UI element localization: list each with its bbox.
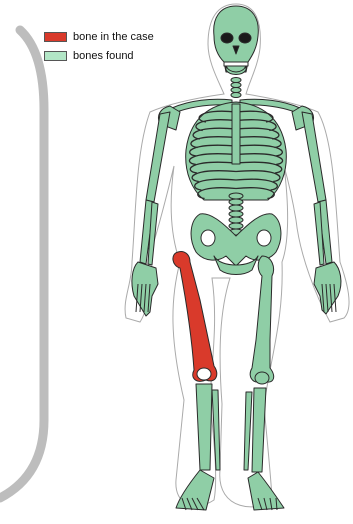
left-patella — [197, 368, 211, 380]
right-humerus — [302, 112, 326, 202]
legend-label-bones-found: bones found — [73, 50, 134, 62]
legend: bone in the case bones found — [44, 28, 154, 66]
right-obturator — [257, 230, 271, 246]
legend-swatch-green — [44, 51, 67, 61]
teeth — [224, 62, 248, 66]
right-fibula — [244, 392, 252, 470]
right-femur — [250, 256, 274, 382]
legend-swatch-red — [44, 32, 67, 42]
right-eye-socket — [239, 33, 251, 43]
lumbar-vertebra — [229, 211, 243, 217]
cervical-vertebra — [231, 93, 241, 98]
left-tibia — [196, 384, 212, 470]
legend-item-bones-found: bones found — [44, 47, 154, 64]
left-eye-socket — [221, 33, 233, 43]
cervical-vertebra — [231, 88, 241, 93]
cervical-vertebra — [231, 83, 241, 88]
lumbar-vertebra — [229, 223, 243, 229]
lumbar-vertebra — [229, 217, 243, 223]
left-obturator — [201, 230, 215, 246]
cervical-vertebra — [231, 78, 241, 83]
panel-edge-decoration — [0, 30, 44, 498]
lumbar-vertebra — [229, 193, 243, 199]
legend-label-bone-in-case: bone in the case — [73, 31, 154, 43]
right-patella — [255, 372, 269, 384]
lumbar-vertebra — [229, 205, 243, 211]
right-tibia — [252, 388, 266, 472]
lumbar-vertebra — [229, 199, 243, 205]
left-humerus — [146, 112, 170, 202]
legend-item-bone-in-case: bone in the case — [44, 28, 154, 45]
sternum — [232, 104, 240, 164]
femur-in-case — [173, 251, 217, 381]
